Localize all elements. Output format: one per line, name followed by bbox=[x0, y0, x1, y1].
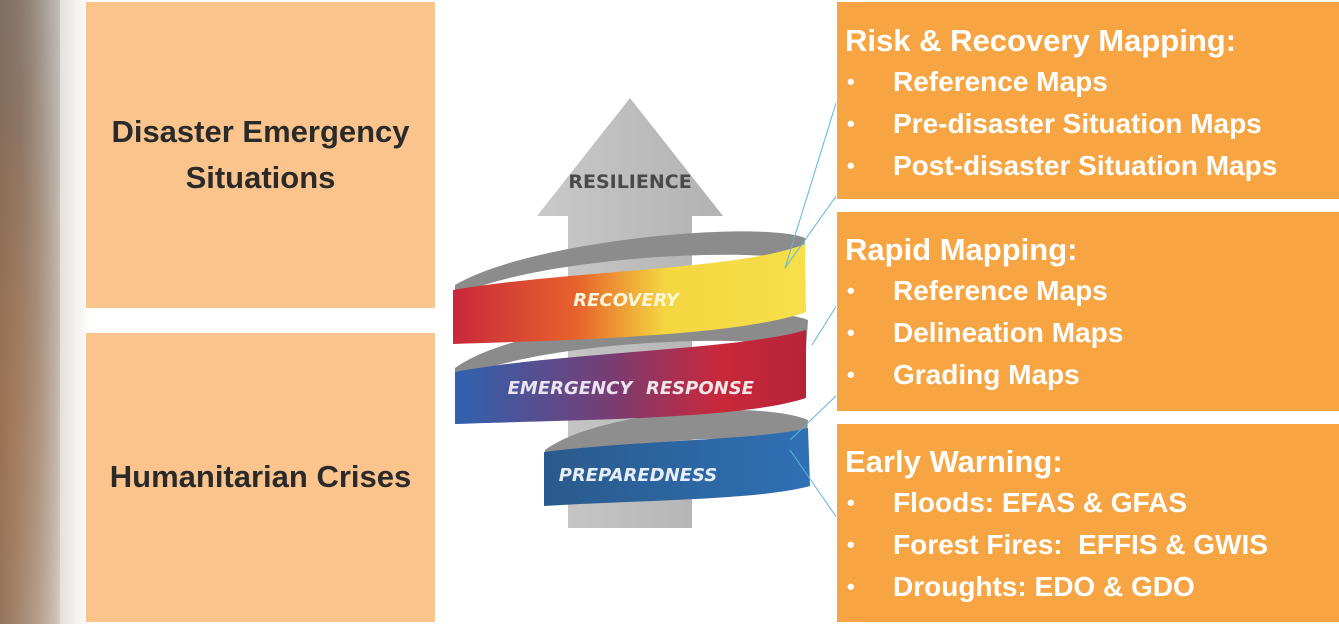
background-photo-edge bbox=[0, 0, 90, 624]
bullet: • bbox=[847, 278, 855, 303]
list-item: • Pre-disaster Situation Maps bbox=[845, 103, 1339, 145]
list-item-text: Reference Maps bbox=[893, 275, 1108, 306]
list-item: • Floods: EFAS & GFAS bbox=[845, 482, 1339, 524]
list-item-text: Grading Maps bbox=[893, 359, 1080, 390]
recovery-label: RECOVERY bbox=[573, 290, 680, 311]
early-warning-box: Early Warning: • Floods: EFAS & GFAS • For… bbox=[837, 424, 1339, 622]
list-item: • Grading Maps bbox=[845, 354, 1339, 396]
resilience-label: RESILIENCE bbox=[568, 171, 691, 193]
bullet: • bbox=[847, 490, 855, 515]
response-label: RESPONSE bbox=[646, 378, 755, 399]
rapid-mapping-title: Rapid Mapping: bbox=[845, 232, 1078, 267]
emergency-label: EMERGENCY bbox=[508, 378, 635, 399]
list-item: • Reference Maps bbox=[845, 270, 1339, 312]
list-item-text: Post-disaster Situation Maps bbox=[893, 150, 1278, 181]
early-warning-list: • Floods: EFAS & GFAS • Forest Fires: EFFI… bbox=[845, 482, 1339, 608]
preparedness-band-back bbox=[545, 410, 808, 470]
recovery-band-back bbox=[455, 231, 805, 296]
list-item-text: Forest Fires: EFFIS & GWIS bbox=[893, 529, 1268, 560]
disaster-emergency-label: Disaster Emergency Situations bbox=[111, 109, 409, 202]
disaster-emergency-box: Disaster Emergency Situations bbox=[86, 2, 435, 308]
emergency-band-back bbox=[455, 312, 808, 380]
risk-recovery-mapping-box: Risk & Recovery Mapping: • Reference Maps… bbox=[837, 2, 1339, 199]
connector-risk-bottom bbox=[784, 195, 836, 269]
preparedness-band bbox=[544, 428, 810, 506]
early-warning-title: Early Warning: bbox=[845, 444, 1063, 479]
disaster-line-1: Disaster Emergency bbox=[111, 113, 410, 149]
list-item: • Forest Fires: EFFIS & GWIS bbox=[845, 524, 1339, 566]
bullet: • bbox=[847, 574, 855, 599]
resilience-spiral-diagram: RESILIENCE PREPAREDNESS EMERGENCY RESPON… bbox=[453, 98, 836, 528]
list-item: • Post-disaster Situation Maps bbox=[845, 145, 1339, 187]
list-item-text: Floods: EFAS & GFAS bbox=[893, 487, 1188, 518]
preparedness-label: PREPAREDNESS bbox=[559, 465, 718, 486]
humanitarian-crises-box: Humanitarian Crises bbox=[86, 333, 435, 622]
bullet: • bbox=[847, 362, 855, 387]
risk-recovery-title: Risk & Recovery Mapping: bbox=[845, 23, 1237, 58]
connector-rapid-bottom bbox=[789, 395, 836, 441]
list-item-text: Droughts: EDO & GDO bbox=[893, 571, 1195, 602]
connector-rapid-top bbox=[811, 305, 836, 346]
disaster-line-2: Situations bbox=[185, 160, 336, 195]
rapid-mapping-box: Rapid Mapping: • Reference Maps • Delineat… bbox=[837, 212, 1339, 411]
recovery-band bbox=[453, 244, 806, 344]
humanitarian-crises-label: Humanitarian Crises bbox=[109, 459, 412, 495]
list-item: • Reference Maps bbox=[845, 61, 1339, 103]
connector-early bbox=[789, 449, 836, 518]
list-item-text: Delineation Maps bbox=[893, 317, 1124, 348]
list-item: • Droughts: EDO & GDO bbox=[845, 566, 1339, 608]
bullet: • bbox=[847, 320, 855, 345]
bullet: • bbox=[847, 69, 855, 94]
rapid-mapping-list: • Reference Maps • Delineation Maps • Gradi… bbox=[845, 270, 1339, 396]
connector-risk-top bbox=[784, 101, 836, 269]
bullet: • bbox=[847, 532, 855, 557]
list-item-text: Reference Maps bbox=[893, 66, 1108, 97]
bullet: • bbox=[847, 153, 855, 178]
list-item-text: Pre-disaster Situation Maps bbox=[893, 108, 1262, 139]
emergency-response-band bbox=[455, 330, 806, 424]
bullet: • bbox=[847, 111, 855, 136]
risk-recovery-list: • Reference Maps • Pre-disaster Situation … bbox=[845, 61, 1339, 187]
list-item: • Delineation Maps bbox=[845, 312, 1339, 354]
